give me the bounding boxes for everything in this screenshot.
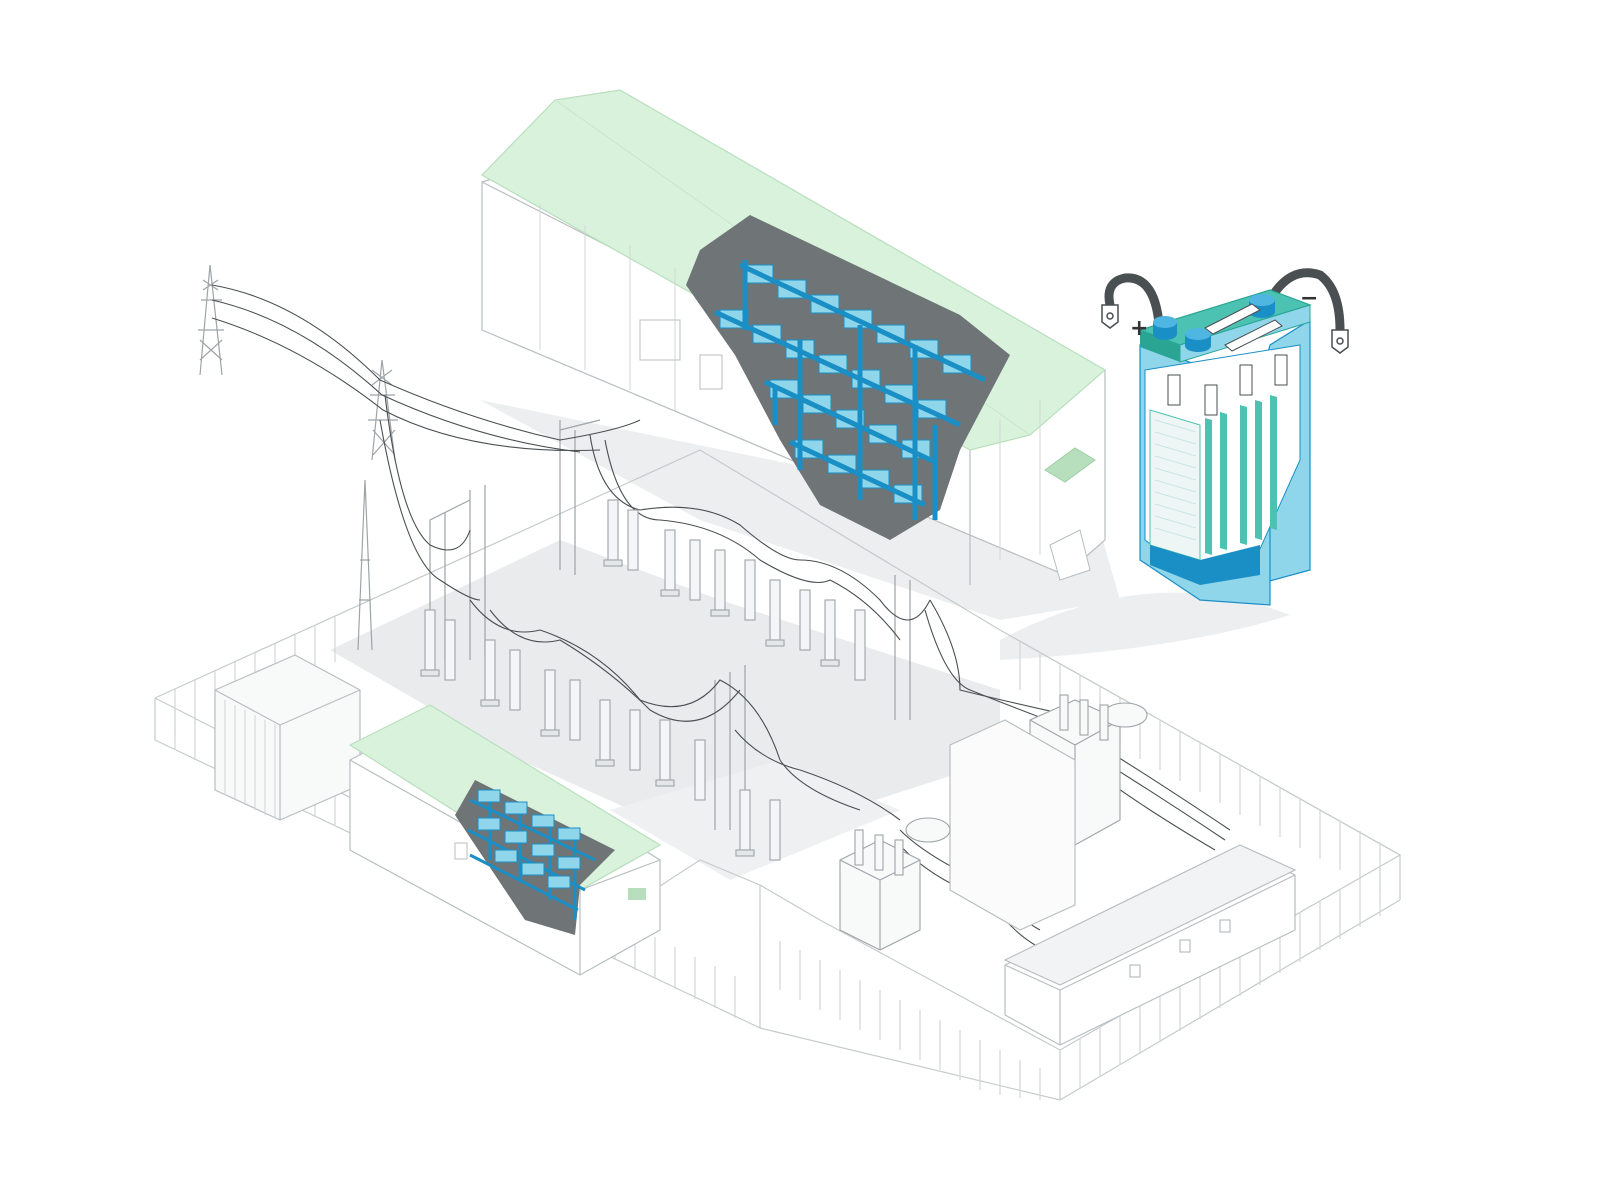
main-battery-racks <box>713 260 987 520</box>
battery-plates <box>1149 395 1277 585</box>
negative-terminal-label: − <box>1300 286 1318 311</box>
positive-terminal-label: + <box>1130 316 1148 341</box>
pedestal-bases <box>420 559 840 857</box>
conservator-tank-right <box>1102 702 1148 728</box>
main-building-vent <box>699 354 723 390</box>
lower-battery-building <box>348 704 662 976</box>
conservator-tank-left <box>905 817 951 843</box>
control-building-roof <box>1003 844 1297 986</box>
cable-lug-positive <box>1101 304 1119 329</box>
yard-floor-lower <box>610 760 900 880</box>
cable-lug-negative <box>1331 329 1349 354</box>
main-building-door-canopy <box>1044 447 1096 483</box>
far-transmission-tower <box>198 264 224 376</box>
firewall-panel <box>949 719 1076 931</box>
switchyard-floor <box>330 540 1000 850</box>
battery-lid-front <box>1140 330 1180 362</box>
insulator-row-lower <box>424 609 781 861</box>
main-battery-building <box>481 89 1107 585</box>
main-building-steps <box>1049 529 1091 581</box>
power-transformer-left <box>839 817 951 951</box>
switchyard-insulators <box>420 499 866 861</box>
battery-cell-detail: + − <box>1101 268 1349 606</box>
negative-cable <box>1265 268 1345 335</box>
battery-detail-shadow <box>1000 592 1290 660</box>
lower-building-window <box>454 842 468 860</box>
positive-cable <box>1104 273 1165 350</box>
lower-building-door <box>628 888 646 900</box>
main-building-window <box>639 319 681 361</box>
battery-terminals <box>1153 294 1283 352</box>
lightning-mast-left <box>357 479 373 651</box>
battery-lid-side <box>1179 304 1311 363</box>
ventilated-cabinet <box>214 654 361 821</box>
gantry-frame <box>429 419 911 835</box>
inter-cell-connector <box>1204 303 1261 335</box>
control-building <box>1003 844 1297 1046</box>
